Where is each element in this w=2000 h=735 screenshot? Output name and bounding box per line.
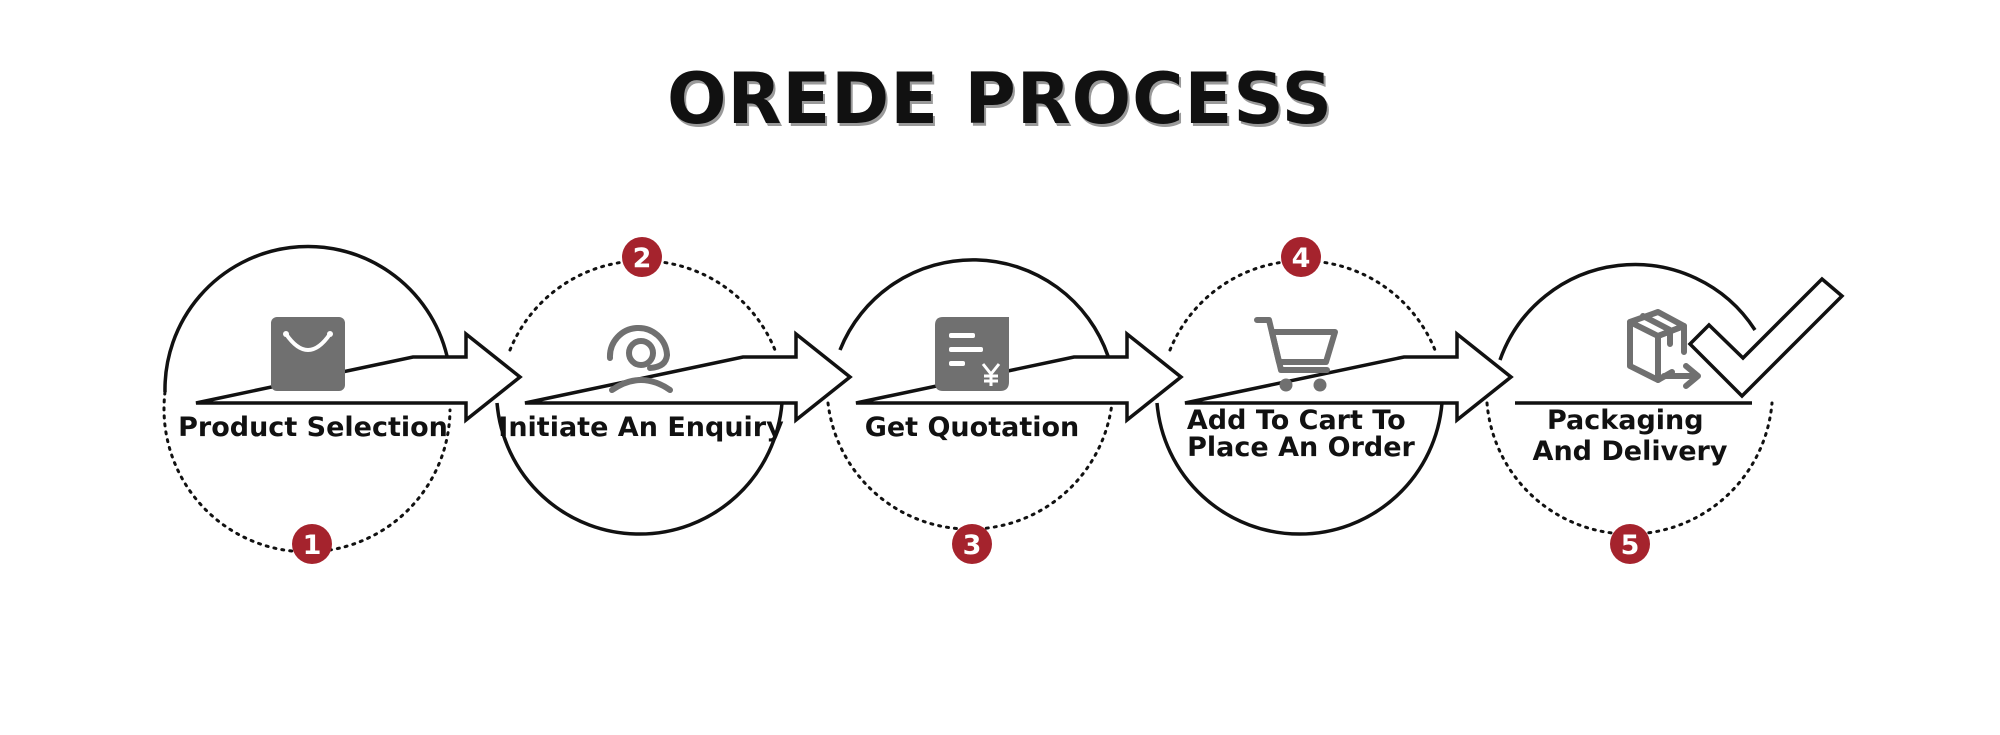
step-2-arrow	[524, 330, 853, 424]
step-2-number: 2	[633, 243, 652, 274]
step-4: Add To Cart To Place An Order 4	[1155, 237, 1514, 536]
step-3-number-badge: 3	[952, 524, 992, 564]
checkmark-icon	[1687, 276, 1845, 399]
step-2-number-badge: 2	[622, 237, 662, 277]
page-title: OREDE PROCESS	[666, 58, 1334, 140]
step-5-dotted-arc	[1485, 401, 1774, 536]
step-4-label-line-1: Add To Cart To	[1187, 405, 1406, 436]
step-3-solid-arc	[838, 258, 1110, 357]
shopping-bag-icon	[271, 317, 345, 391]
step-1-solid-arc	[163, 244, 449, 393]
step-4-number: 4	[1292, 243, 1311, 274]
step-2-label: Initiate An Enquiry	[498, 412, 784, 443]
step-4-solid-arc	[1155, 402, 1444, 536]
step-3-arrow	[855, 330, 1184, 424]
step-2-label-line-1: Initiate An Enquiry	[498, 412, 784, 443]
step-4-label: Add To Cart To Place An Order	[1187, 405, 1416, 463]
step-5-label: Packaging And Delivery	[1533, 405, 1728, 467]
step-1-arrow	[195, 330, 523, 424]
shopping-cart-icon	[1254, 317, 1338, 392]
step-1-label: Product Selection	[178, 412, 448, 443]
step-5-label-line-1: Packaging	[1547, 405, 1704, 436]
step-5: Packaging And Delivery 5	[1485, 262, 1845, 564]
step-2: Initiate An Enquiry 2	[495, 237, 853, 536]
step-5-number: 5	[1621, 530, 1640, 561]
step-3-label-line-1: Get Quotation	[865, 412, 1080, 443]
step-3-label: Get Quotation	[865, 412, 1080, 443]
step-4-label-line-2: Place An Order	[1187, 432, 1415, 463]
step-1-label-line-1: Product Selection	[178, 412, 448, 443]
step-1-number-badge: 1	[292, 524, 332, 564]
step-4-number-badge: 4	[1281, 237, 1321, 277]
step-4-arrow	[1184, 330, 1514, 424]
step-5-solid-arc	[1498, 262, 1757, 361]
step-1: Product Selection 1	[162, 244, 523, 564]
step-3: Get Quotation 3	[826, 258, 1184, 564]
customer-service-icon	[606, 324, 673, 393]
step-2-solid-arc	[495, 402, 784, 536]
package-delivery-icon	[1627, 309, 1701, 389]
step-3-number: 3	[963, 530, 982, 561]
quotation-document-icon	[935, 317, 1009, 391]
step-5-number-badge: 5	[1610, 524, 1650, 564]
step-5-label-line-2: And Delivery	[1533, 436, 1728, 467]
step-1-number: 1	[303, 530, 322, 561]
